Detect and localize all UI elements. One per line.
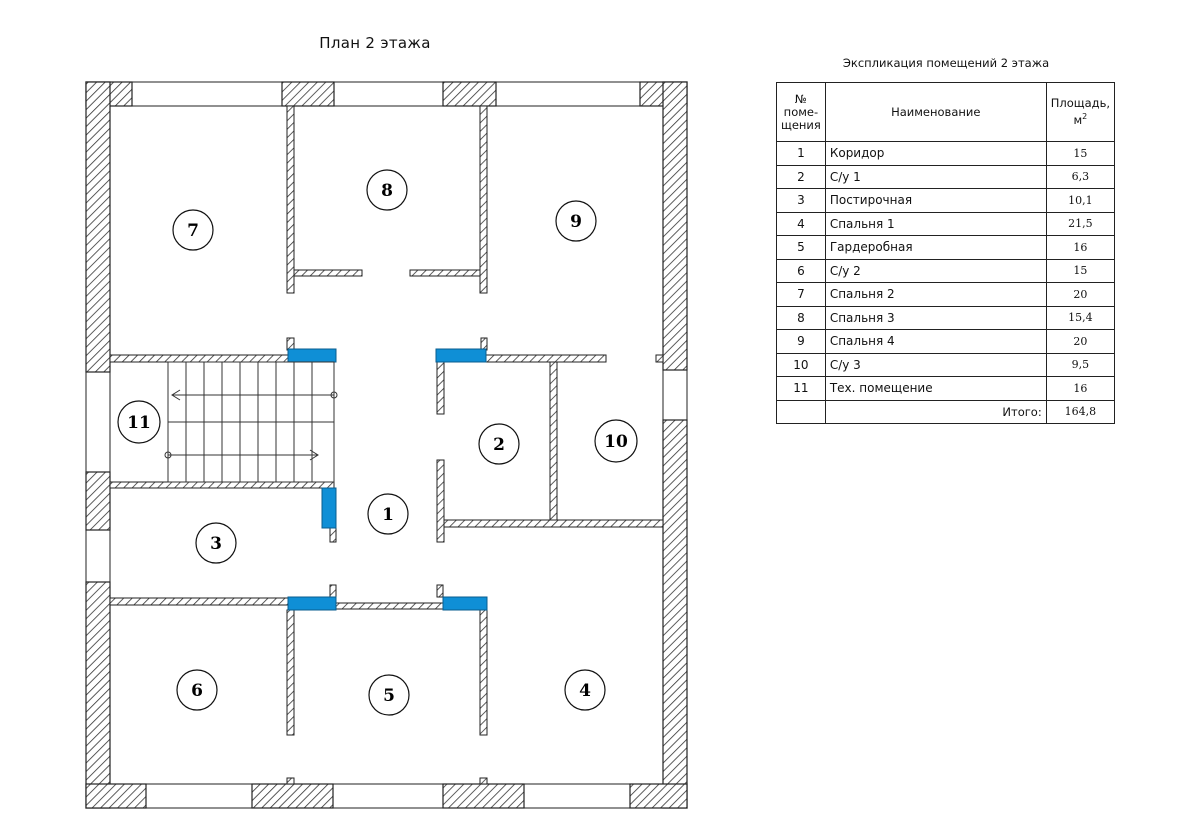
- room-schedule-table: № поме- щения Наименование Площадь, м2 1…: [776, 82, 1116, 424]
- header-area: Площадь, м2: [1045, 82, 1116, 142]
- room-label-5: 5: [383, 686, 395, 706]
- room-label-3: 3: [210, 534, 222, 554]
- room-marker-5: 5: [368, 674, 410, 716]
- blue-elements: [287, 348, 488, 611]
- room-label-10: 10: [604, 432, 628, 452]
- room-label-1: 1: [382, 505, 394, 525]
- header-num: № поме- щения: [776, 82, 826, 142]
- room-label-11: 11: [127, 413, 151, 433]
- room-marker-9: 9: [555, 200, 597, 242]
- header-name: Наименование: [824, 82, 1047, 142]
- room-marker-3: 3: [195, 522, 237, 564]
- room-marker-1: 1: [367, 493, 409, 535]
- table-title: Экспликация помещений 2 этажа: [842, 56, 1050, 70]
- room-marker-2: 2: [478, 423, 520, 465]
- table-total-row: Итого: 164,8: [776, 399, 1116, 424]
- room-markers: 1 2 3 4 5 6 7 8 9 10 11: [117, 169, 638, 716]
- room-marker-8: 8: [366, 169, 408, 211]
- room-label-7: 7: [187, 221, 199, 241]
- room-label-9: 9: [570, 212, 582, 232]
- table-header-row: № поме- щения Наименование Площадь, м2: [776, 82, 1116, 142]
- room-marker-6: 6: [176, 669, 218, 711]
- plan-title: План 2 этажа: [319, 34, 431, 52]
- room-marker-4: 4: [564, 669, 606, 711]
- total-value: 164,8: [1045, 399, 1116, 424]
- room-label-4: 4: [579, 681, 591, 701]
- room-label-6: 6: [191, 681, 203, 701]
- room-marker-10: 10: [594, 419, 638, 463]
- room-marker-7: 7: [172, 209, 214, 251]
- room-label-2: 2: [493, 435, 505, 455]
- windows: [85, 81, 688, 809]
- room-label-8: 8: [381, 181, 393, 201]
- total-label: Итого:: [824, 399, 1047, 424]
- exterior-walls: [85, 81, 688, 809]
- room-marker-11: 11: [117, 400, 161, 444]
- staircase: [164, 361, 338, 483]
